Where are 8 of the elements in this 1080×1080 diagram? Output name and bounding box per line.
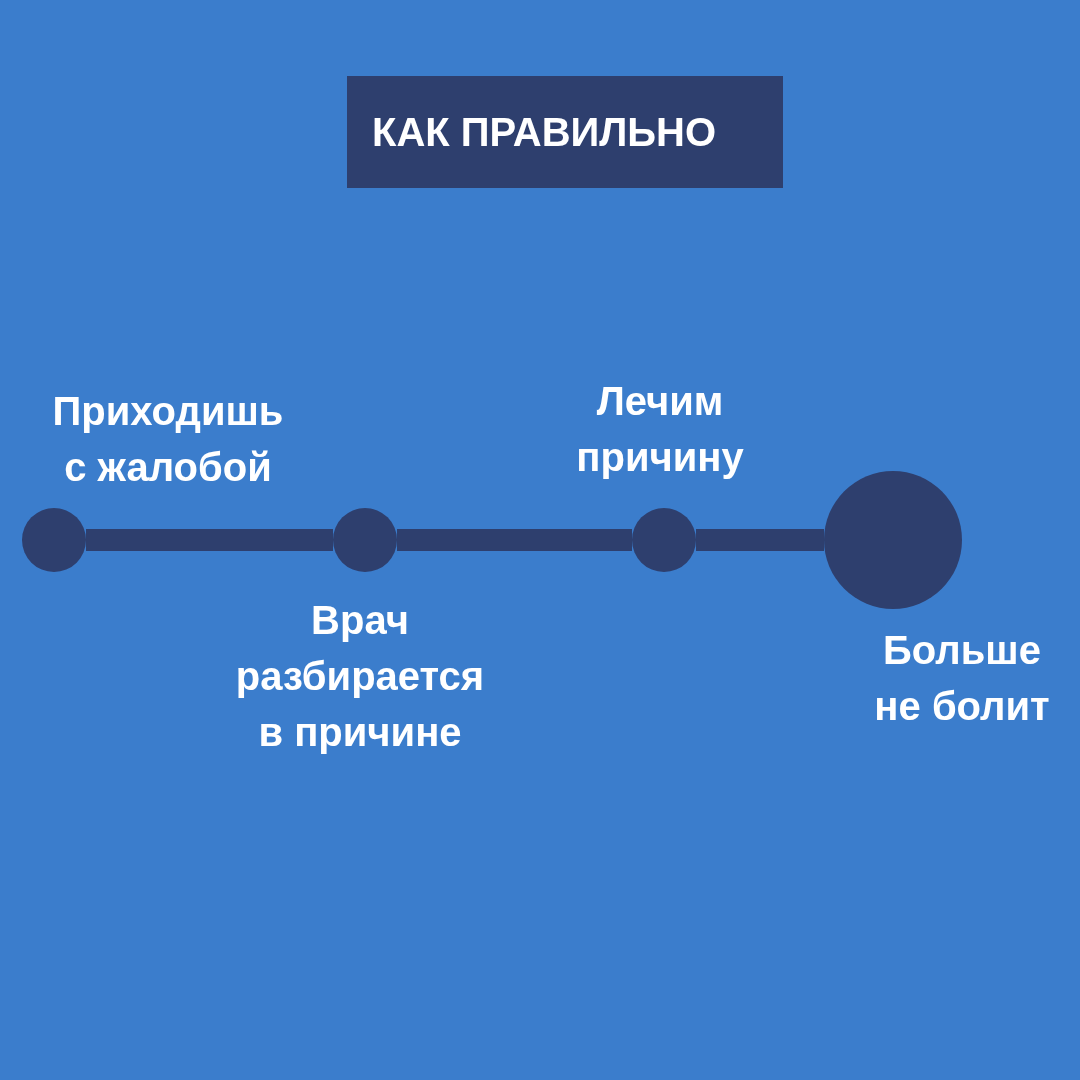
timeline-line [696, 529, 824, 551]
step-label: Лечим причину [575, 378, 745, 481]
title-banner: КАК ПРАВИЛЬНО [347, 76, 783, 188]
step-label: Больше не болит [873, 627, 1051, 730]
step-label: Врач разбирается в причине [234, 597, 486, 756]
timeline-line [86, 529, 333, 551]
timeline-line [397, 529, 632, 551]
step-label: Приходишь с жалобой [51, 388, 285, 491]
